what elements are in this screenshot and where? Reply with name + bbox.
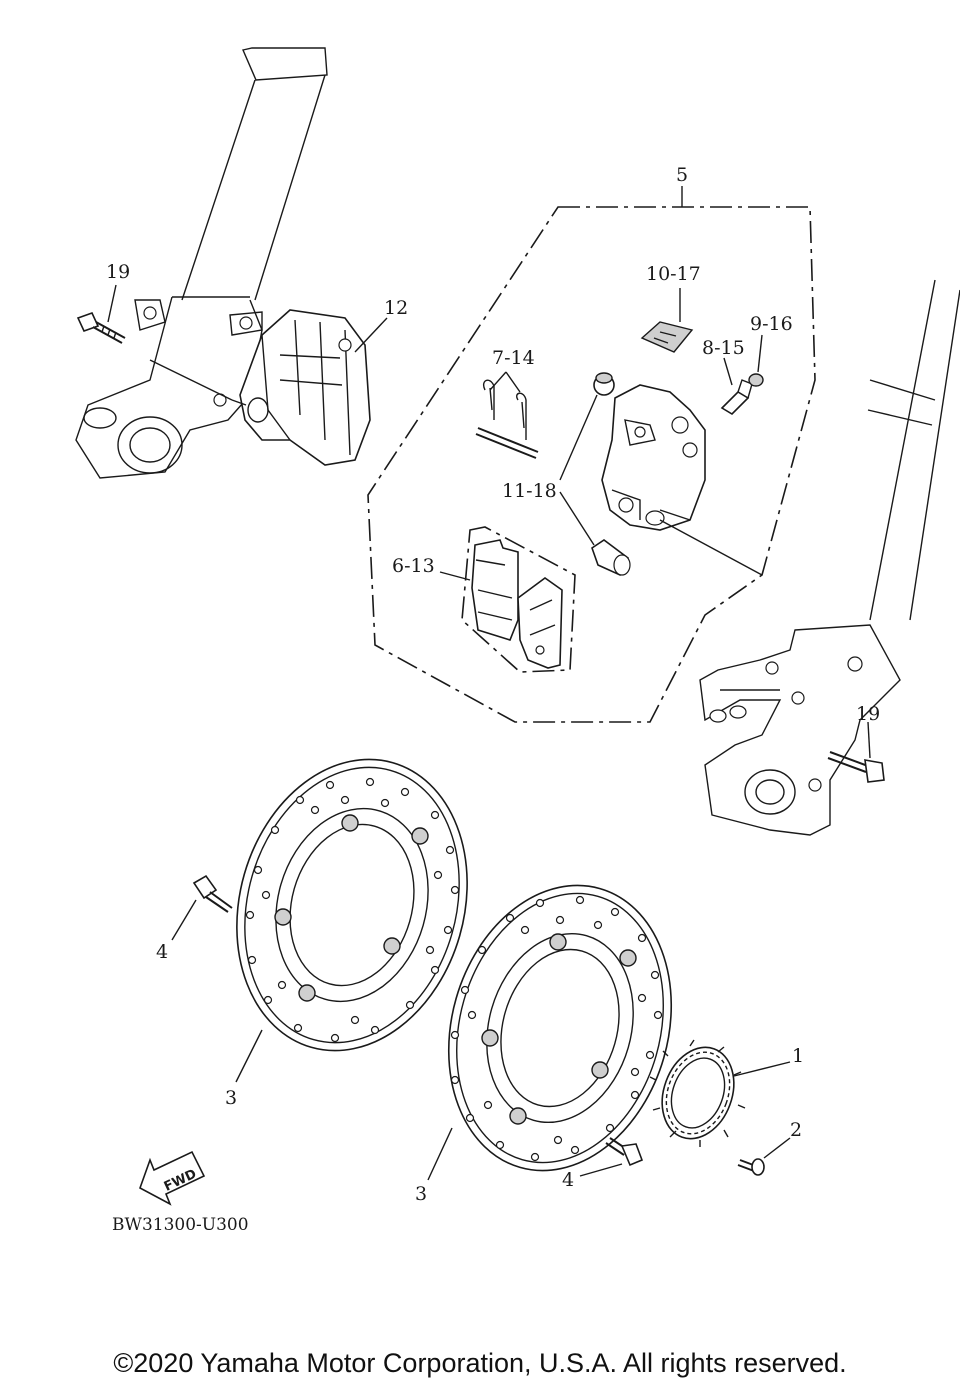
brake-disc-3-right: [447, 884, 673, 1172]
callout-19-right: 19: [856, 703, 880, 725]
callout-10-17: 10-17: [646, 263, 701, 285]
callout-4-right: 4: [562, 1169, 574, 1191]
pad-spring-10-17: [640, 321, 694, 353]
callout-3-right: 3: [415, 1183, 427, 1205]
callout-8-15: 8-15: [702, 337, 745, 359]
callout-12: 12: [384, 297, 408, 319]
callout-9-16: 9-16: [750, 313, 793, 335]
callout-19-left: 19: [106, 261, 130, 283]
sensor-rotor-1: [649, 1039, 746, 1147]
copyright-notice: ©2020 Yamaha Motor Corporation, U.S.A. A…: [113, 1348, 847, 1378]
parts-diagram: 5 19 12 10-17 9-16 8-15 7-14 11-18 6-13 …: [75, 47, 960, 1235]
left-fork-leg: [75, 47, 328, 479]
bleed-cap-9-16: [748, 373, 764, 387]
pad-bolt-11-18: [591, 539, 631, 577]
callout-6-13: 6-13: [392, 555, 435, 577]
right-fork-leg: [699, 279, 960, 836]
forward-arrow-icon: FWD: [139, 1150, 206, 1206]
callout-11-18: 11-18: [502, 480, 557, 502]
rotor-screw-2: [737, 1158, 765, 1176]
caliper-top-plug: [559, 372, 615, 481]
brake-pads-6-13: [461, 526, 576, 673]
disc-bolt-4-right: [605, 1137, 644, 1167]
caliper-assembly-12: [231, 309, 371, 466]
callout-3-left: 3: [225, 1087, 237, 1109]
callout-2: 2: [790, 1119, 802, 1141]
callout-7-14: 7-14: [492, 347, 535, 369]
callout-4-left: 4: [156, 941, 168, 963]
leader-lines: [107, 284, 871, 1181]
callout-1: 1: [792, 1045, 804, 1067]
bleed-screw-8-15: [720, 379, 753, 416]
bolt-19-left: [76, 312, 126, 344]
diagram-code: BW31300-U300: [112, 1215, 249, 1235]
caliper-body: [601, 384, 763, 576]
callout-5: 5: [676, 164, 688, 186]
caliper-kit-boundary: [367, 206, 816, 723]
pad-pins-7-14: [475, 379, 539, 459]
disc-bolt-4-left: [192, 874, 233, 913]
bolt-19-right: [827, 751, 885, 783]
brake-disc-3-left: [236, 758, 468, 1052]
